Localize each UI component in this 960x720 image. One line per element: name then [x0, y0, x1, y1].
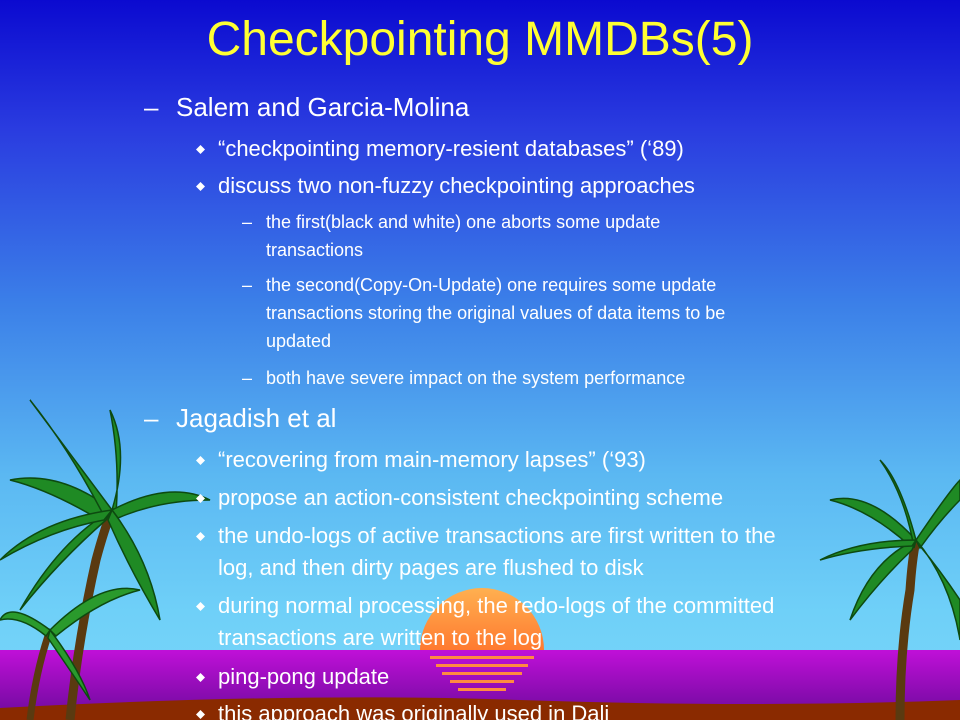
- slide-title: Checkpointing MMDBs(5): [206, 13, 754, 66]
- diamond-bullet-icon: [196, 673, 205, 682]
- sun-icon: [420, 588, 544, 691]
- right-palm-tree-icon: [819, 459, 960, 720]
- shore: [0, 697, 960, 720]
- diamond-bullet-icon: [196, 182, 205, 191]
- diamond-bullet-icon: [196, 532, 205, 541]
- bullet-item: the undo-logs of active transactions are…: [196, 522, 776, 582]
- section-heading: – Salem and Garcia-Molina: [144, 92, 470, 122]
- bullet-item: “recovering from main-memory lapses” (‘9…: [196, 446, 646, 474]
- left-small-palm-tree-icon: [0, 587, 141, 720]
- diamond-bullet-icon: [196, 145, 205, 154]
- diamond-bullet-icon: [196, 710, 205, 719]
- bullet-item: ping-pong update: [196, 663, 389, 691]
- bullet-item: “checkpointing memory-resient databases”…: [196, 135, 684, 163]
- diamond-bullet-icon: [196, 602, 205, 611]
- dash-marker: –: [242, 212, 253, 232]
- bullet-item: propose an action-consistent checkpointi…: [196, 484, 723, 512]
- diamond-bullet-icon: [196, 456, 205, 465]
- dash-marker: –: [144, 92, 159, 122]
- dash-marker: –: [144, 403, 159, 433]
- dash-marker: –: [242, 368, 253, 388]
- sub-bullet-item: – the second(Copy-On-Update) one require…: [242, 271, 725, 355]
- dash-marker: –: [242, 275, 253, 295]
- diamond-bullet-icon: [196, 494, 205, 503]
- section-heading: – Jagadish et al: [144, 403, 337, 433]
- sub-bullet-item: – both have severe impact on the system …: [242, 364, 685, 392]
- bullet-item: discuss two non-fuzzy checkpointing appr…: [196, 172, 695, 200]
- left-palm-tree-icon: [0, 399, 211, 720]
- bullet-item: this approach was originally used in Dal…: [196, 700, 609, 720]
- bullet-item: during normal processing, the redo-logs …: [196, 592, 774, 652]
- sub-bullet-item: – the first(black and white) one aborts …: [242, 208, 660, 264]
